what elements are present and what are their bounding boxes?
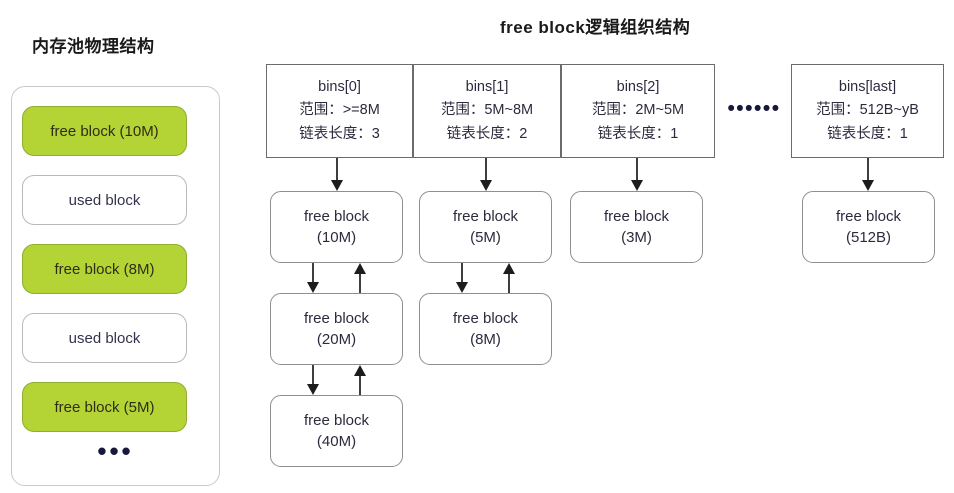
- arrowhead-up: [354, 365, 366, 376]
- node-title: free block: [452, 310, 519, 327]
- node-size: (5M): [470, 229, 501, 246]
- node-title: free block: [303, 310, 370, 327]
- node-title: free block: [603, 208, 670, 225]
- free-block-node-3m[interactable]: free block (3M): [570, 191, 703, 263]
- bins-cell-range: 范围：>=8M: [299, 102, 380, 118]
- pool-block-label: used block: [68, 191, 141, 209]
- bins-cell-range: 范围：512B~yB: [816, 102, 919, 118]
- free-block-node-20m[interactable]: free block (20M): [270, 293, 403, 365]
- bins-cell-name: bins[0]: [318, 79, 361, 95]
- node-size: (3M): [621, 229, 652, 246]
- memory-pool-title: 内存池物理结构: [32, 37, 155, 56]
- bins-cell-last[interactable]: bins[last] 范围：512B~yB 链表长度：1: [791, 64, 944, 158]
- arrowhead-down: [862, 180, 874, 191]
- pool-block-label: free block (10M): [50, 122, 159, 140]
- pool-block-used-1[interactable]: used block: [22, 175, 187, 225]
- pool-block-used-2[interactable]: used block: [22, 313, 187, 363]
- pool-block-free-8m[interactable]: free block (8M): [22, 244, 187, 294]
- free-block-node-512b[interactable]: free block (512B): [802, 191, 935, 263]
- bins-cell-range: 范围：5M~8M: [440, 102, 534, 118]
- bins-cell-2[interactable]: bins[2] 范围：2M~5M 链表长度：1: [561, 64, 715, 158]
- node-size: (40M): [316, 433, 357, 450]
- bins-cell-1[interactable]: bins[1] 范围：5M~8M 链表长度：2: [413, 64, 561, 158]
- bins-cell-name: bins[1]: [465, 79, 509, 95]
- free-block-node-8m[interactable]: free block (8M): [419, 293, 552, 365]
- arrowhead-down: [480, 180, 492, 191]
- node-title: free block: [835, 208, 902, 225]
- pool-block-label: free block (5M): [54, 398, 155, 416]
- node-size: (10M): [316, 229, 357, 246]
- bins-cell-name: bins[last]: [838, 79, 897, 95]
- arrowhead-up: [354, 263, 366, 274]
- arrowhead-down: [631, 180, 643, 191]
- free-block-node-5m[interactable]: free block (5M): [419, 191, 552, 263]
- node-title: free block: [303, 208, 370, 225]
- node-size: (512B): [845, 229, 892, 246]
- free-block-node-40m[interactable]: free block (40M): [270, 395, 403, 467]
- pool-block-label: free block (8M): [54, 260, 155, 278]
- bins-cell-length: 链表长度：1: [597, 126, 679, 142]
- bins-cell-range: 范围：2M~5M: [591, 102, 685, 118]
- free-block-logic-title: free block逻辑组织结构: [500, 18, 691, 37]
- pool-block-free-5m[interactable]: free block (5M): [22, 382, 187, 432]
- node-size: (20M): [316, 331, 357, 348]
- free-block-node-10m[interactable]: free block (10M): [270, 191, 403, 263]
- arrowhead-down: [307, 384, 319, 395]
- bins-cell-length: 链表长度：3: [299, 126, 380, 142]
- arrowhead-up: [503, 263, 515, 274]
- bins-cell-length: 链表长度：1: [827, 126, 908, 142]
- bins-cell-length: 链表长度：2: [446, 126, 528, 142]
- bins-ellipsis-icon: ••••••: [727, 97, 781, 120]
- arrowhead-down: [307, 282, 319, 293]
- pool-block-free-10m[interactable]: free block (10M): [22, 106, 187, 156]
- bins-cell-0[interactable]: bins[0] 范围：>=8M 链表长度：3: [266, 64, 413, 158]
- node-title: free block: [303, 412, 370, 429]
- arrowhead-down: [331, 180, 343, 191]
- arrowhead-down: [456, 282, 468, 293]
- pool-block-label: used block: [68, 329, 141, 347]
- node-size: (8M): [470, 331, 501, 348]
- bins-cell-name: bins[2]: [616, 79, 660, 95]
- node-title: free block: [452, 208, 519, 225]
